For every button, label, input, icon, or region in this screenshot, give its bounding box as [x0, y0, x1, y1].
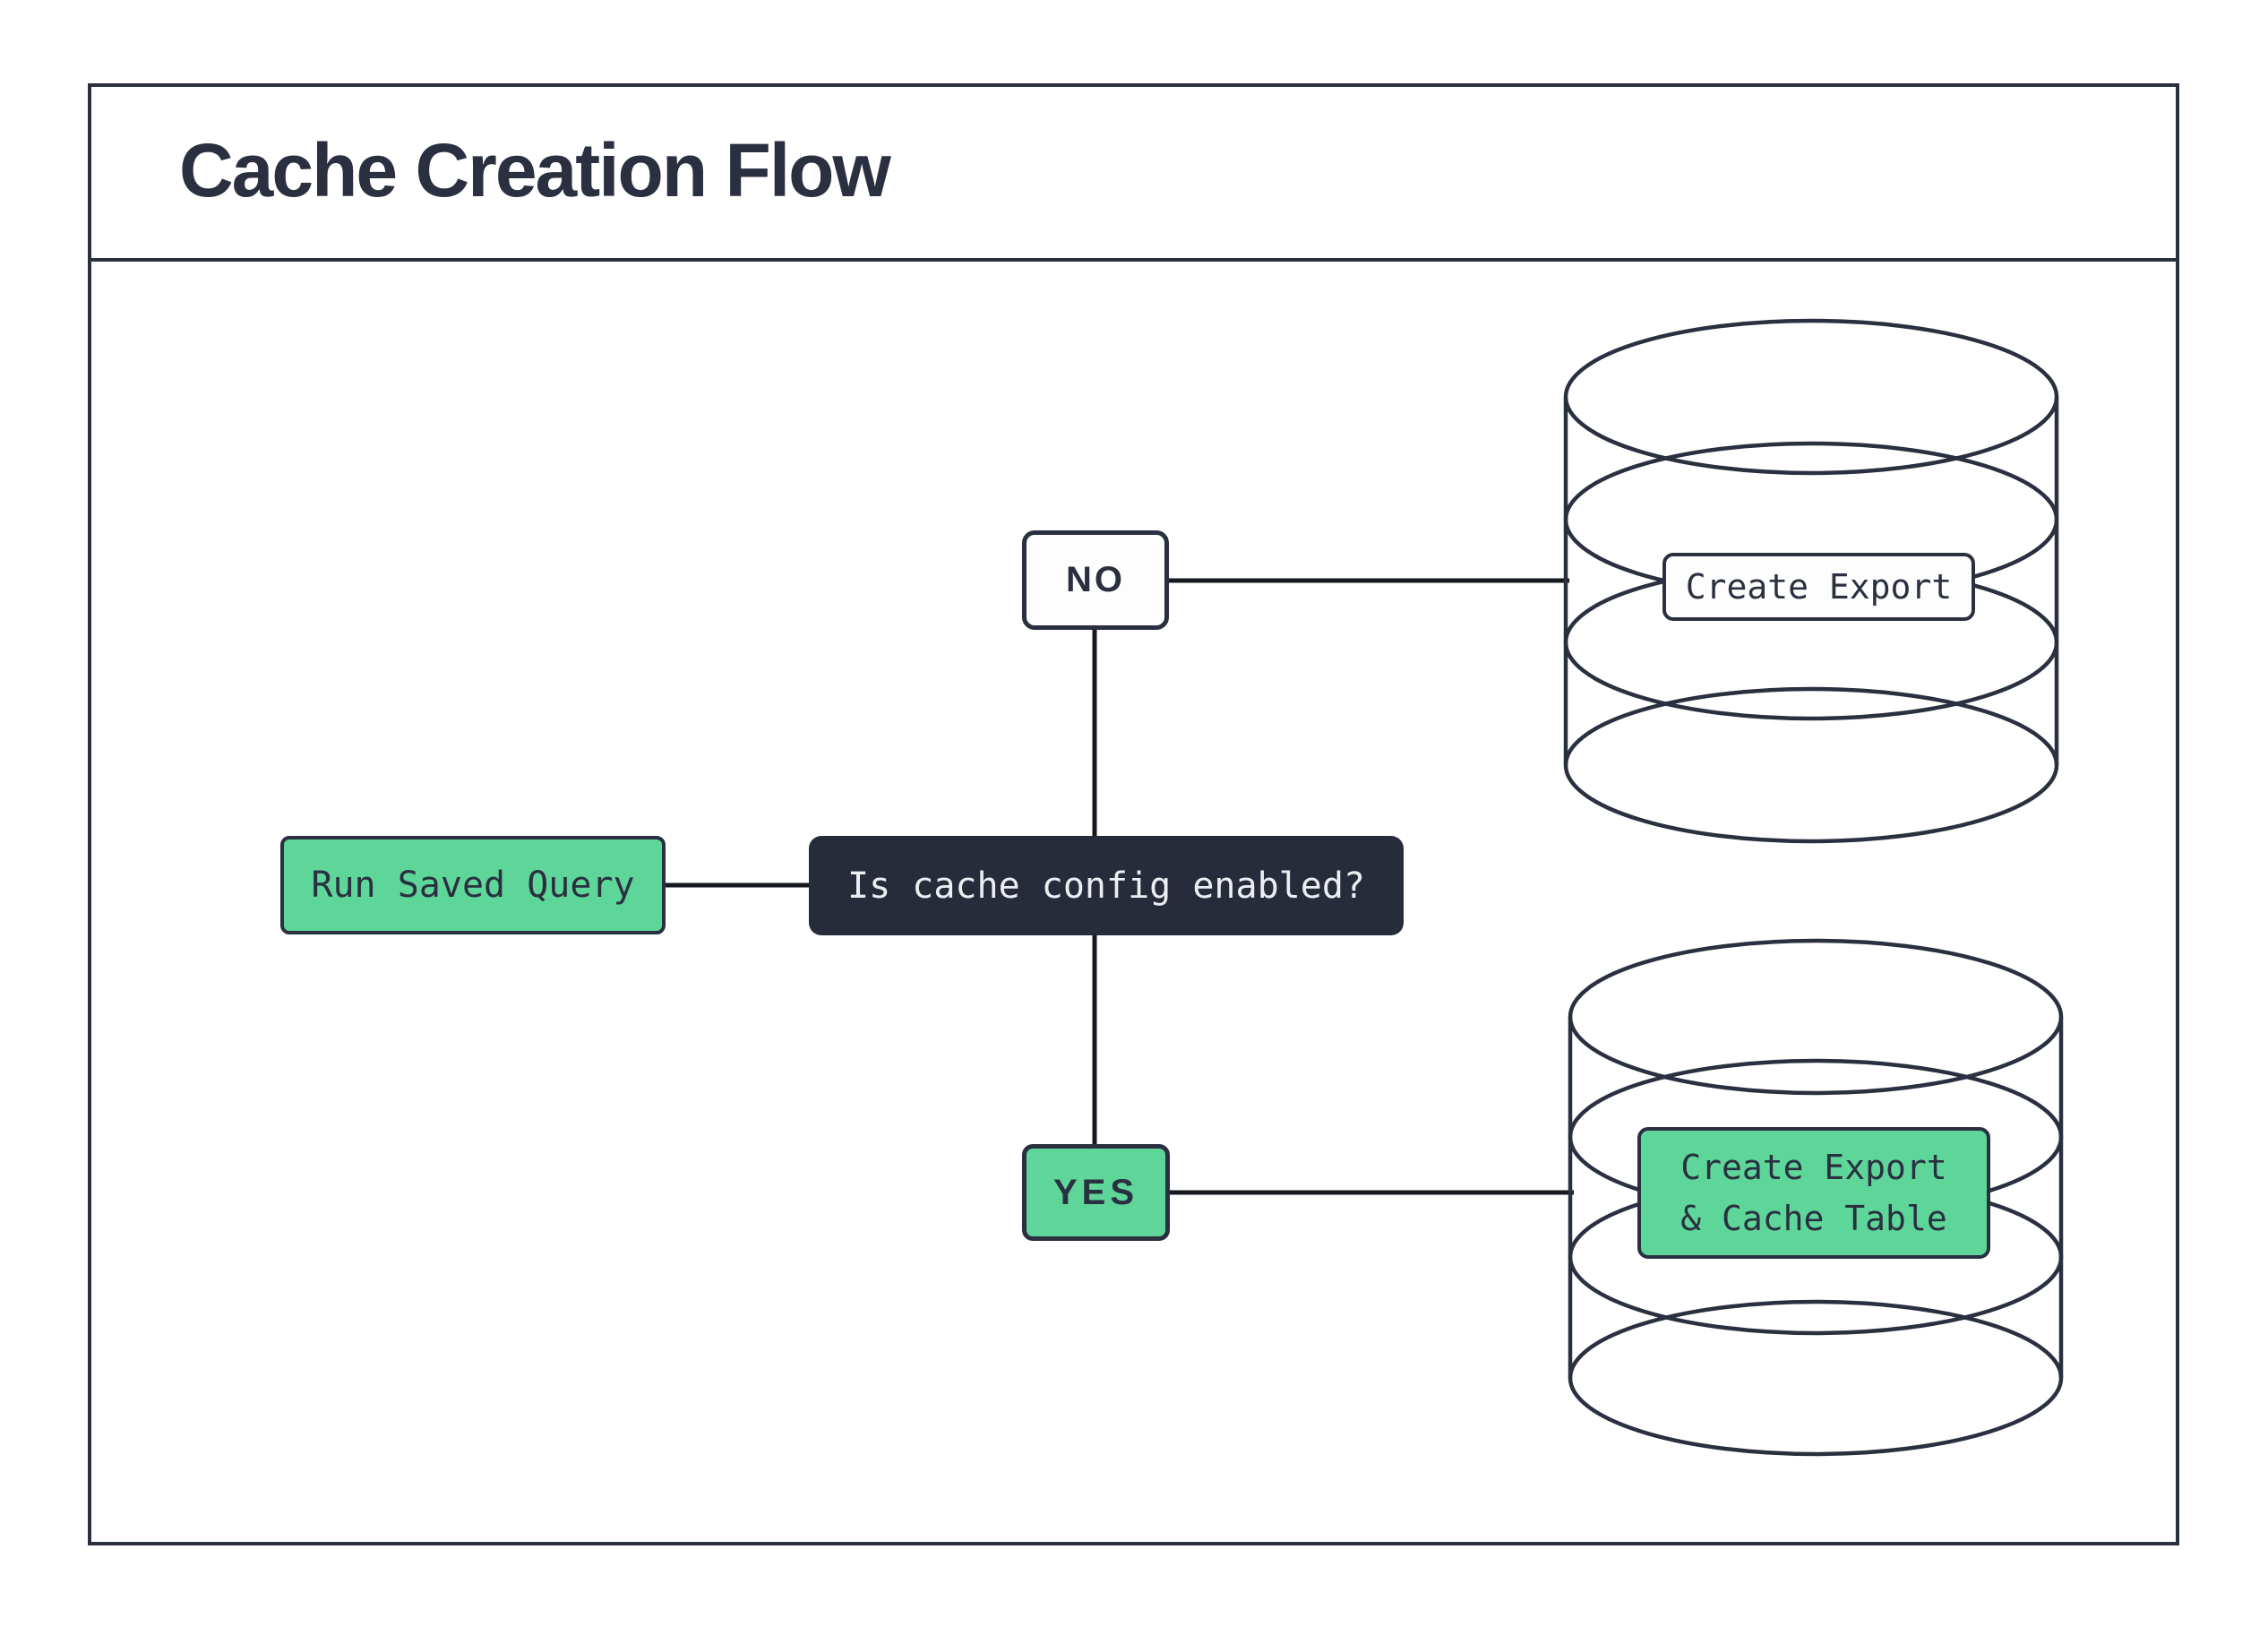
- node-branch-no-label: NO: [1066, 560, 1125, 599]
- page-title: Cache Creation Flow: [179, 128, 891, 212]
- connector-lines: [666, 578, 1574, 1195]
- node-create-export-cache-table: Create Export & Cache Table: [1637, 1127, 1990, 1259]
- node-decision-cache-config: Is cache config enabled?: [809, 836, 1404, 935]
- node-create-export-cache-line2: & Cache Table: [1680, 1198, 1947, 1238]
- header-band: Cache Creation Flow: [88, 83, 2179, 262]
- node-create-export: Create Export: [1662, 553, 1975, 621]
- diagram-frame: [88, 83, 2179, 1545]
- node-branch-yes: YES: [1022, 1144, 1170, 1241]
- node-run-saved-query: Run Saved Query: [280, 836, 666, 934]
- node-branch-yes-label: YES: [1052, 1172, 1139, 1212]
- node-run-saved-query-label: Run Saved Query: [311, 865, 635, 906]
- node-create-export-cache-line1: Create Export: [1680, 1147, 1947, 1187]
- node-branch-no: NO: [1022, 530, 1169, 630]
- node-create-export-label: Create Export: [1685, 567, 1953, 607]
- node-decision-label: Is cache config enabled?: [847, 865, 1365, 907]
